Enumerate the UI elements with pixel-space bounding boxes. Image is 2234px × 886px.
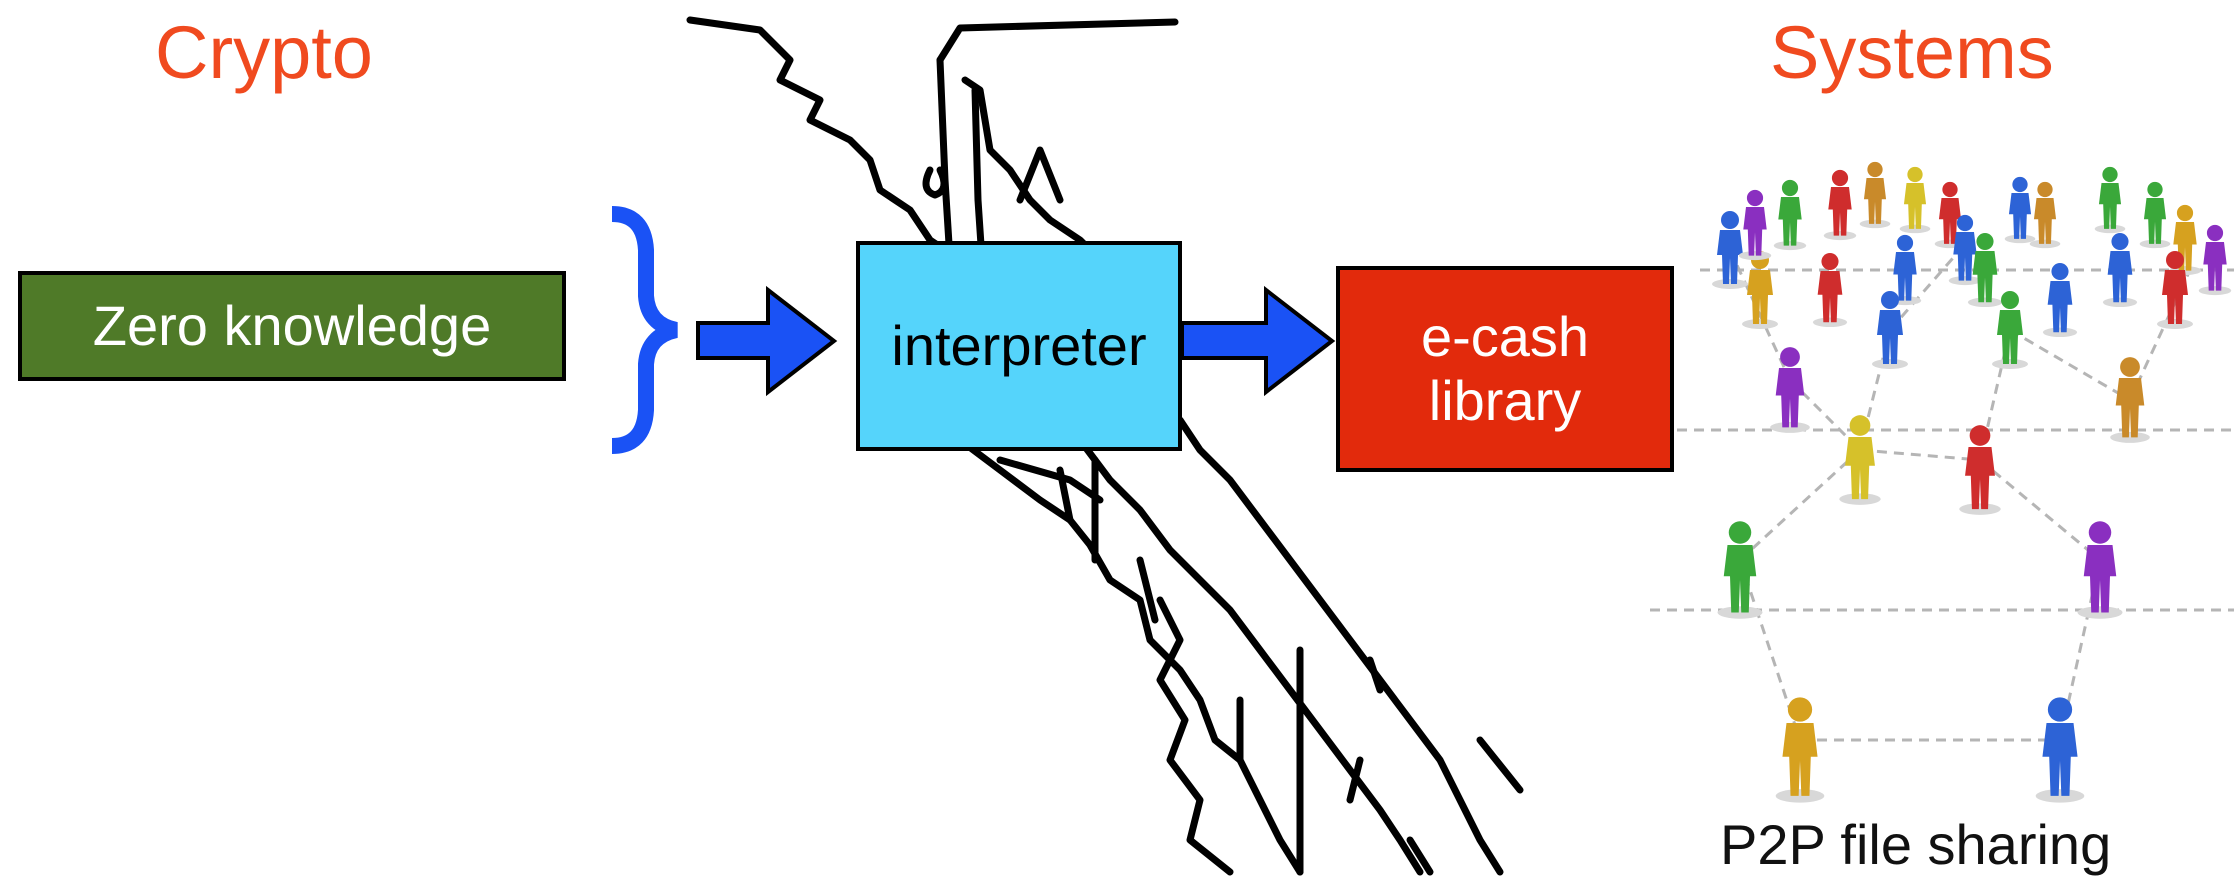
- curly-brace-icon: [611, 206, 679, 454]
- p2p-people-network-icon: [1650, 161, 2234, 803]
- person-figure: [2042, 262, 2078, 338]
- zero-knowledge-box: Zero knowledge: [18, 271, 566, 381]
- zero-knowledge-label: Zero knowledge: [92, 293, 492, 357]
- person-figure: [1872, 291, 1908, 369]
- person-figure: [2139, 181, 2171, 249]
- person-figure: [1934, 181, 1966, 249]
- right-arrow-icon: [1180, 285, 1336, 397]
- person-figure: [1812, 252, 1848, 328]
- person-figure: [1888, 234, 1922, 306]
- p2p-caption: P2P file sharing: [1720, 813, 2112, 876]
- person-figure: [1967, 232, 2003, 308]
- interpreter-box: interpreter: [856, 241, 1182, 451]
- person-figure: [1899, 166, 1931, 234]
- interpreter-label: interpreter: [891, 313, 1147, 377]
- person-figure: [1738, 189, 1772, 261]
- person-figure: [1992, 291, 2028, 369]
- systems-heading: Systems: [1770, 11, 2054, 94]
- person-figure: [1839, 415, 1881, 505]
- person-figure: [2035, 697, 2085, 803]
- person-figure: [2029, 181, 2061, 249]
- person-figure: [2110, 357, 2150, 443]
- ecash-label-line1: e-cash: [1420, 304, 1590, 368]
- person-figure: [1948, 214, 1982, 286]
- person-figure: [1959, 425, 2001, 515]
- person-figure: [1712, 211, 1748, 289]
- person-figure: [2198, 224, 2232, 296]
- crypto-heading: Crypto: [155, 11, 373, 94]
- ecash-label-line2: library: [1428, 369, 1582, 432]
- person-figure: [2157, 251, 2193, 329]
- ecash-library-box: e-cash library: [1336, 266, 1674, 472]
- person-figure: [2102, 232, 2138, 308]
- person-figure: [1773, 179, 1807, 251]
- cliff-sketch-icon: [686, 16, 1524, 876]
- person-figure: [1775, 697, 1825, 803]
- person-figure: [1823, 169, 1857, 241]
- person-figure: [1770, 347, 1810, 433]
- person-figure: [1859, 161, 1891, 229]
- right-arrow-icon: [696, 285, 838, 397]
- person-figure: [1742, 251, 1778, 329]
- person-figure: [1717, 521, 1763, 619]
- person-figure: [2094, 166, 2126, 234]
- person-figure: [2004, 176, 2036, 244]
- person-figure: [2077, 521, 2123, 619]
